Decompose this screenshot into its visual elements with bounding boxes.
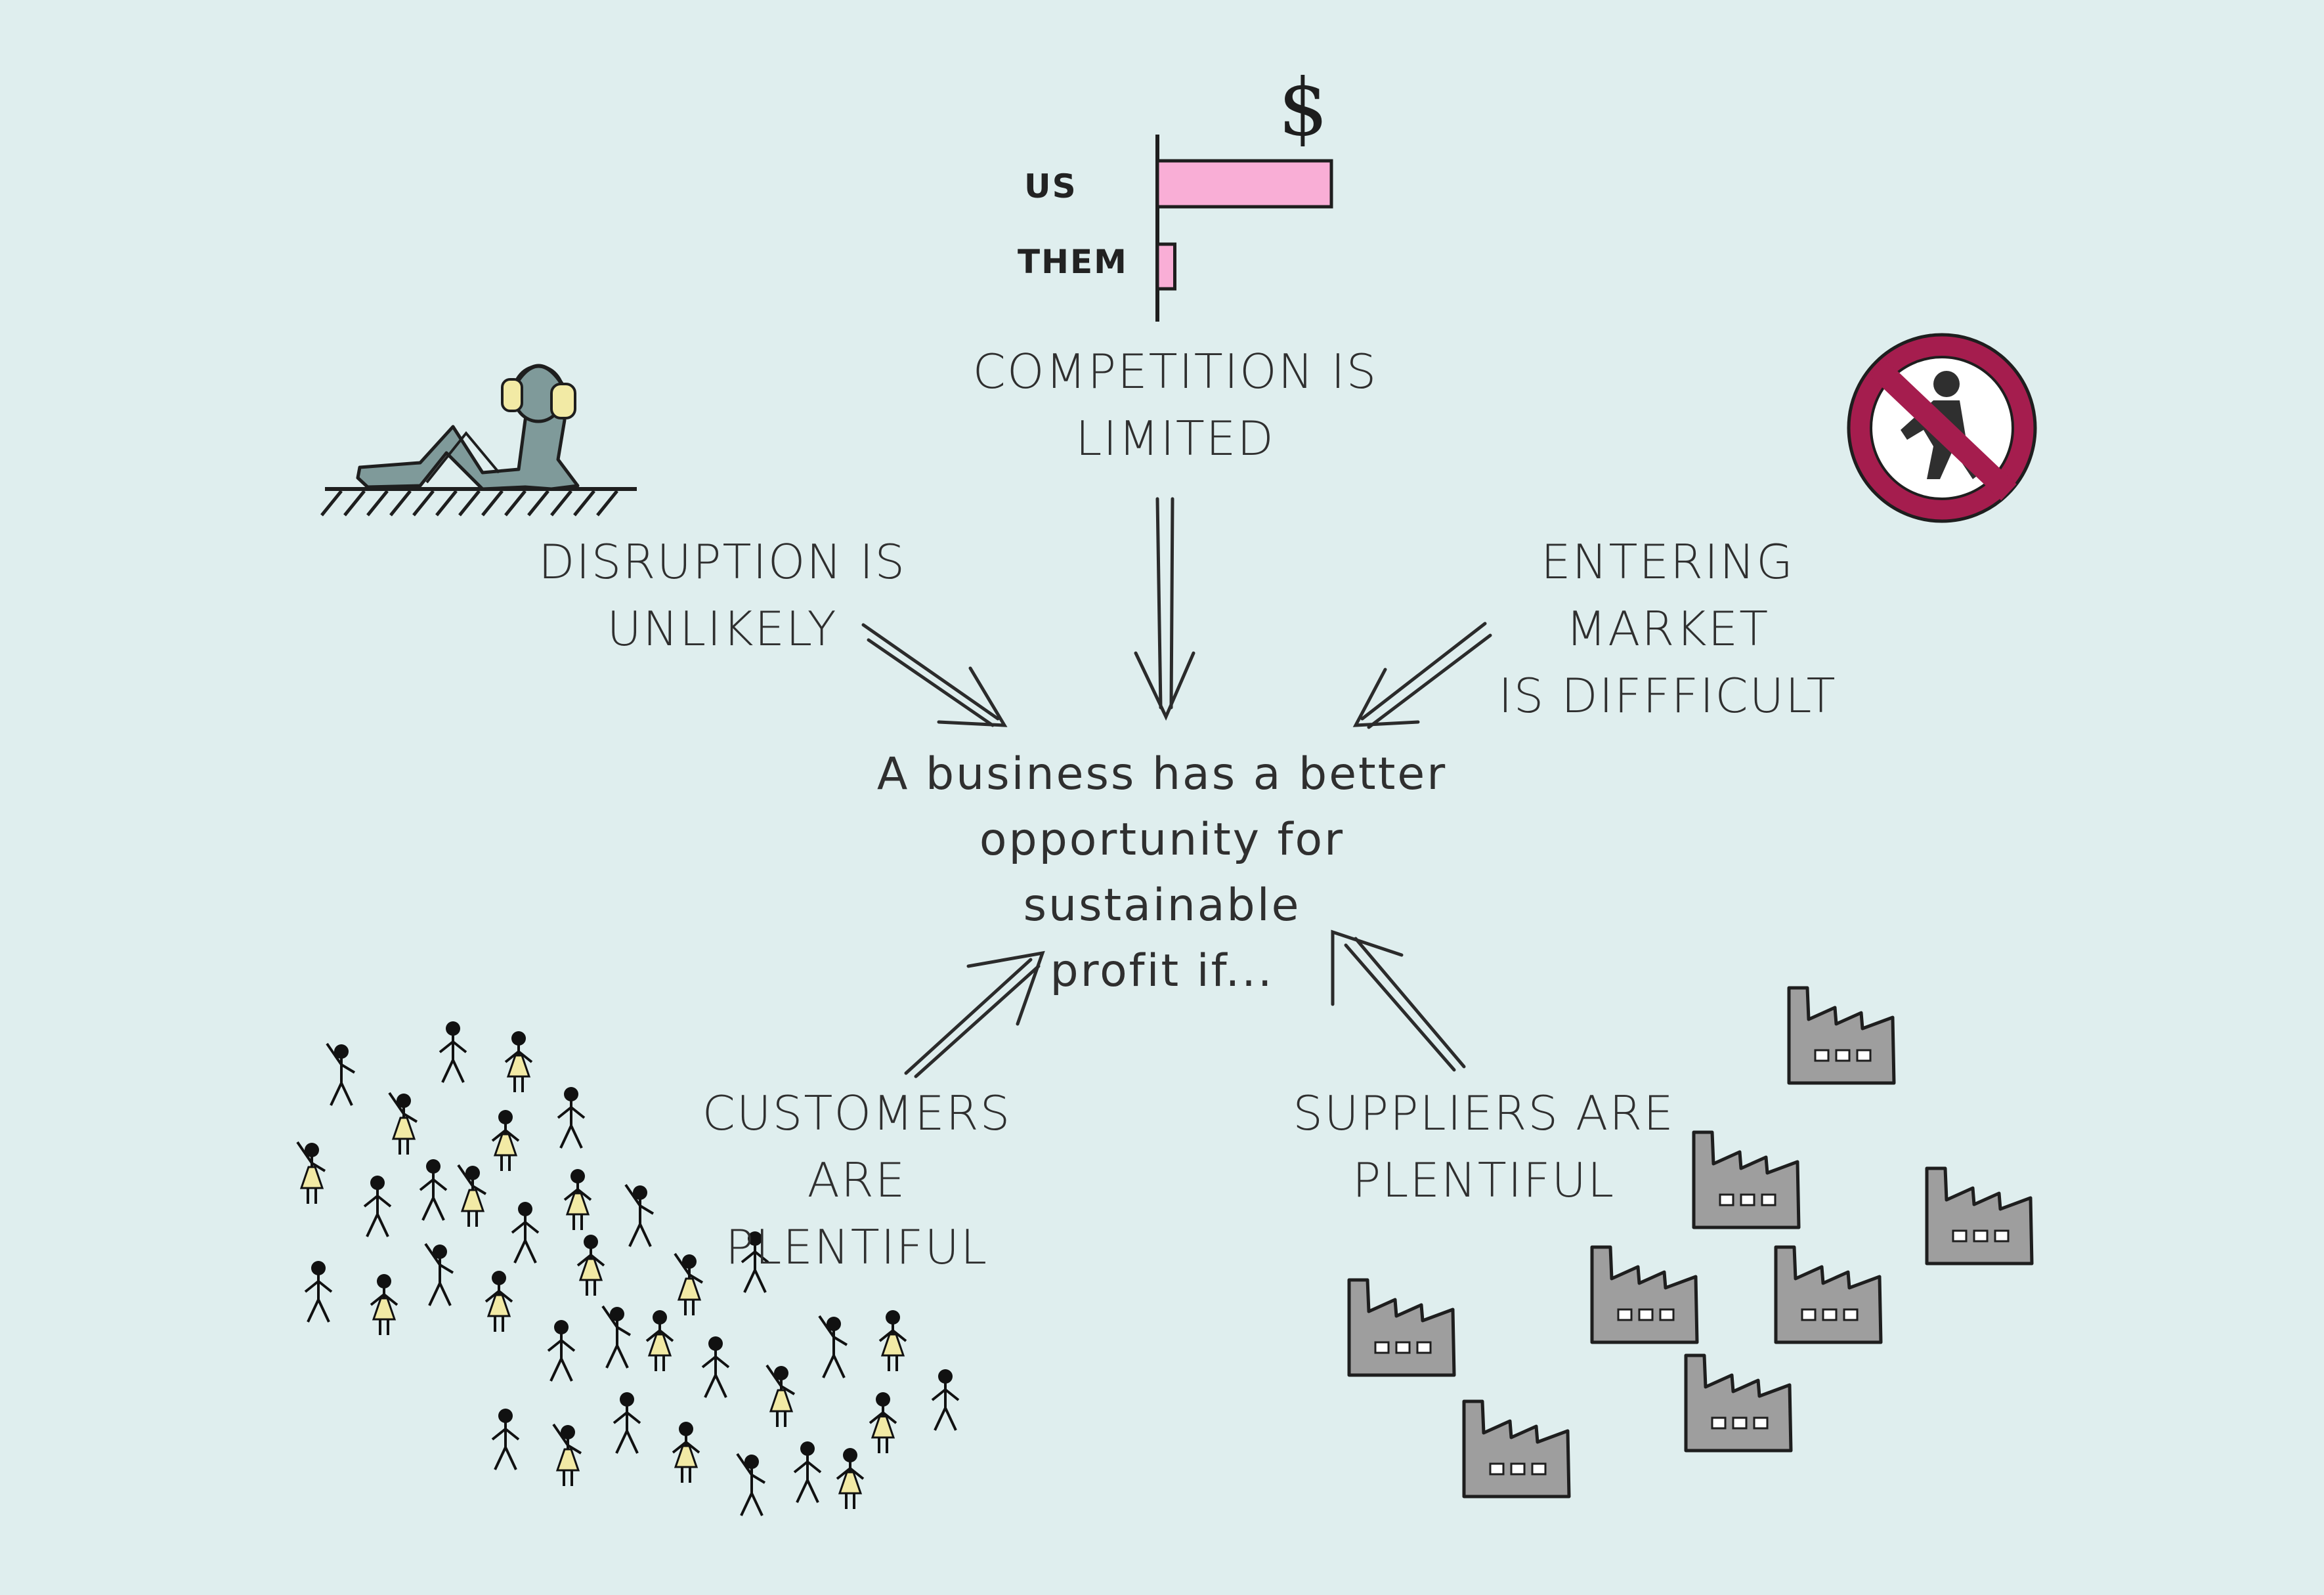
factory-icon: [1462, 1399, 1571, 1499]
factory-icon: [1347, 1278, 1456, 1377]
arrow-disruption: [861, 623, 1008, 727]
person-figure: [869, 1392, 897, 1453]
person-figure: [878, 1310, 907, 1371]
person-figure: [491, 1110, 520, 1171]
person-figure: [388, 1092, 418, 1155]
factor-suppliers: SUPPLIERS ARE PLENTIFUL: [1293, 1086, 1675, 1208]
person-figure: [613, 1392, 641, 1454]
person-figure: [624, 1183, 655, 1247]
bar-label-them: THEM: [1018, 243, 1128, 281]
person-figure: [504, 1031, 533, 1092]
bar-them: [1155, 242, 1176, 291]
competition-bar-chart: $: [1155, 62, 1333, 322]
arrow-suppliers: [1331, 929, 1466, 1072]
person-figure: [601, 1305, 632, 1369]
person-figure: [818, 1315, 848, 1378]
factor-customers: CUSTOMERS ARE PLENTIFUL: [702, 1086, 1012, 1275]
factor-entering: ENTERING MARKET IS DIFFFICULT: [1498, 534, 1837, 723]
person-figure: [304, 1261, 333, 1323]
person-figure: [552, 1423, 582, 1486]
dollar-sign: $: [1278, 62, 1328, 154]
person-figure: [424, 1243, 454, 1306]
person-figure: [457, 1164, 487, 1227]
person-figure: [563, 1169, 592, 1230]
person-figure: [645, 1310, 674, 1371]
person-figure: [370, 1274, 398, 1335]
person-figure: [765, 1364, 796, 1427]
central-statement: A business has a better opportunity for …: [876, 748, 1448, 997]
person-figure: [484, 1271, 513, 1332]
person-figure: [793, 1441, 822, 1503]
person-figure: [672, 1422, 700, 1483]
factory-icon: [1684, 1353, 1793, 1453]
arrow-customers: [904, 950, 1045, 1078]
person-figure: [701, 1336, 730, 1398]
crowd-icon: [296, 1021, 960, 1516]
arrows: [861, 497, 1492, 1078]
arrow-entering: [1352, 622, 1492, 729]
person-figure: [511, 1202, 540, 1264]
bar-label-us: US: [1024, 167, 1077, 205]
person-figure: [741, 1231, 769, 1293]
person-figure: [836, 1448, 865, 1509]
person-figure: [674, 1252, 704, 1315]
no-entry-sign-icon: [1847, 333, 2037, 523]
person-figure: [576, 1235, 605, 1296]
factory-icon: [1692, 1130, 1801, 1229]
headphone-right: [550, 383, 576, 419]
factories-group: [1347, 986, 2034, 1499]
person-figure: [557, 1087, 586, 1149]
person-figure: [736, 1453, 766, 1516]
person-figure: [326, 1042, 356, 1106]
person-figure: [439, 1021, 467, 1083]
person-figure: [931, 1369, 960, 1431]
ground-hatching: [320, 490, 618, 517]
arrow-competition: [1134, 497, 1195, 721]
person-figure: [491, 1409, 520, 1470]
factory-icon: [1590, 1245, 1699, 1344]
person-figure: [363, 1176, 392, 1237]
factory-icon: [1925, 1166, 2034, 1265]
factory-icon: [1774, 1245, 1883, 1344]
bar-us: [1155, 159, 1333, 209]
reclining-person-icon: [320, 364, 637, 517]
headphone-left: [501, 378, 523, 412]
person-figure: [296, 1141, 326, 1204]
factor-competition: COMPETITION IS LIMITED: [972, 344, 1378, 466]
person-figure: [419, 1159, 448, 1221]
person-figure: [547, 1320, 576, 1382]
factory-icon: [1787, 986, 1896, 1085]
factor-disruption: DISRUPTION IS UNLIKELY: [538, 534, 907, 656]
